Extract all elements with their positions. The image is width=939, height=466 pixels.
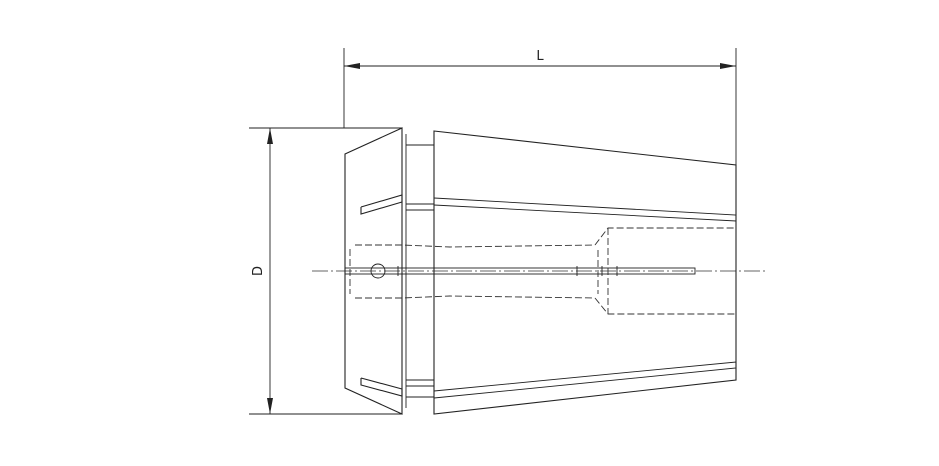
diameter-arrow-bottom: [267, 398, 273, 414]
length-dimension: L: [343, 48, 737, 165]
collet-head: [344, 127, 407, 415]
collet-neck: [406, 144, 434, 398]
bore-small-bottom: [355, 295, 596, 299]
body-slot-top: [433, 197, 737, 222]
center-slot-detail: [344, 263, 696, 279]
length-arrow-right: [720, 63, 736, 69]
diameter-dimension: D: [249, 127, 402, 415]
head-slot-top: [360, 194, 403, 215]
head-outline: [344, 127, 403, 415]
diameter-label: D: [251, 266, 266, 276]
length-arrow-left: [344, 63, 360, 69]
center-slot-hole: [370, 263, 386, 279]
body-slot-bottom: [433, 361, 737, 399]
bore-small-top: [355, 244, 596, 248]
diameter-arrow-top: [267, 128, 273, 144]
bore-step-top: [594, 227, 736, 246]
hidden-bore: [349, 227, 736, 315]
center-slot: [344, 267, 696, 275]
collet-body: [433, 130, 737, 415]
body-outline: [433, 130, 737, 415]
length-label: L: [536, 49, 544, 64]
head-slot-bottom: [360, 377, 403, 397]
bore-step-bottom: [594, 297, 736, 315]
